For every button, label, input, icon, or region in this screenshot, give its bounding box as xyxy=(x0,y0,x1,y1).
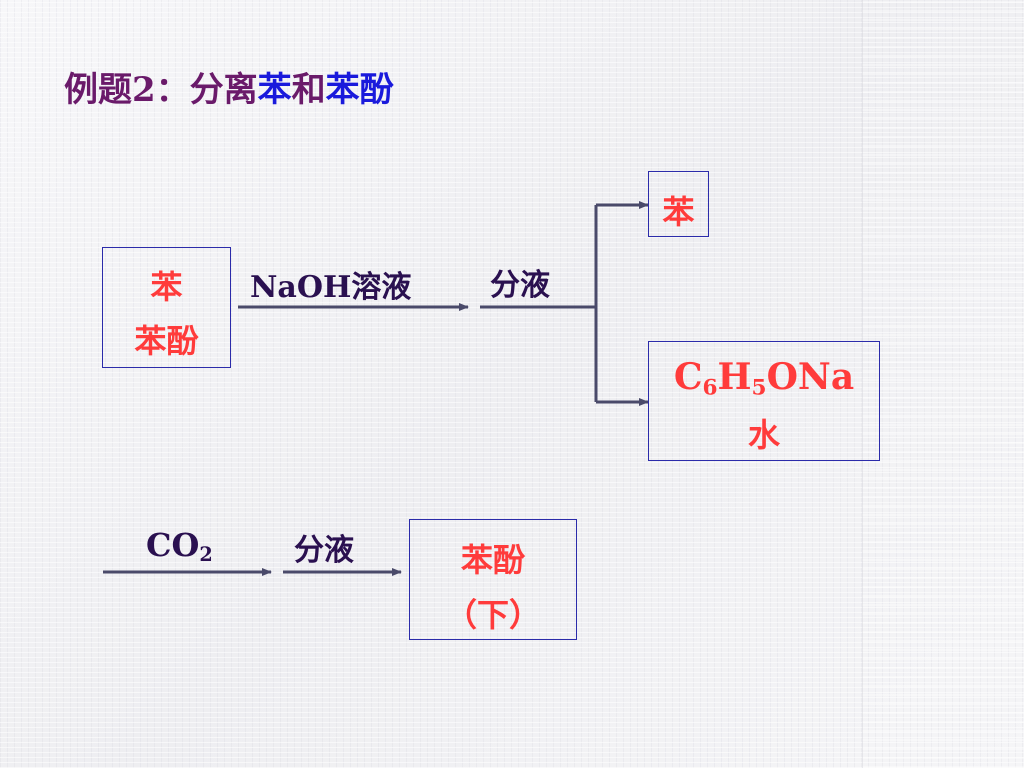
separate-label-2: 分液 xyxy=(294,533,354,568)
result-phenol: 苯酚 xyxy=(460,541,525,579)
co2-sub: 2 xyxy=(199,542,213,566)
mixture-benzene: 苯 xyxy=(150,268,183,306)
title-prefix: 例题2：分离 xyxy=(64,70,258,110)
title-phenol: 苯酚 xyxy=(325,70,394,110)
mixture-phenol: 苯酚 xyxy=(134,322,199,360)
result-lower-layer: （下） xyxy=(444,596,541,634)
title-and: 和 xyxy=(291,70,326,110)
co2-main: CO xyxy=(146,526,200,564)
water-label: 水 xyxy=(747,416,780,454)
formula-rest: ONa xyxy=(766,356,855,398)
reagent-co2-label: CO2 xyxy=(146,526,213,566)
separate-label-1: 分液 xyxy=(490,268,550,303)
formula-h-sub: 5 xyxy=(751,375,767,401)
formula-h: H xyxy=(717,356,752,398)
mixture-box: 苯 苯酚 xyxy=(102,247,231,368)
page-title: 例题2：分离苯和苯酚 xyxy=(64,62,394,111)
formula-c: C xyxy=(673,356,703,398)
title-benzene: 苯 xyxy=(257,70,292,110)
benzene-box: 苯 xyxy=(648,171,709,237)
background-texture xyxy=(862,0,1024,768)
phenoxide-box: C6H5ONa 水 xyxy=(648,341,880,461)
benzene-label: 苯 xyxy=(662,193,695,231)
phenoxide-formula: C6H5ONa xyxy=(649,356,879,400)
phenol-result-box: 苯酚 （下） xyxy=(409,519,577,640)
formula-c-sub: 6 xyxy=(702,375,718,401)
reagent-naoh-label: NaOH溶液 xyxy=(250,270,412,305)
